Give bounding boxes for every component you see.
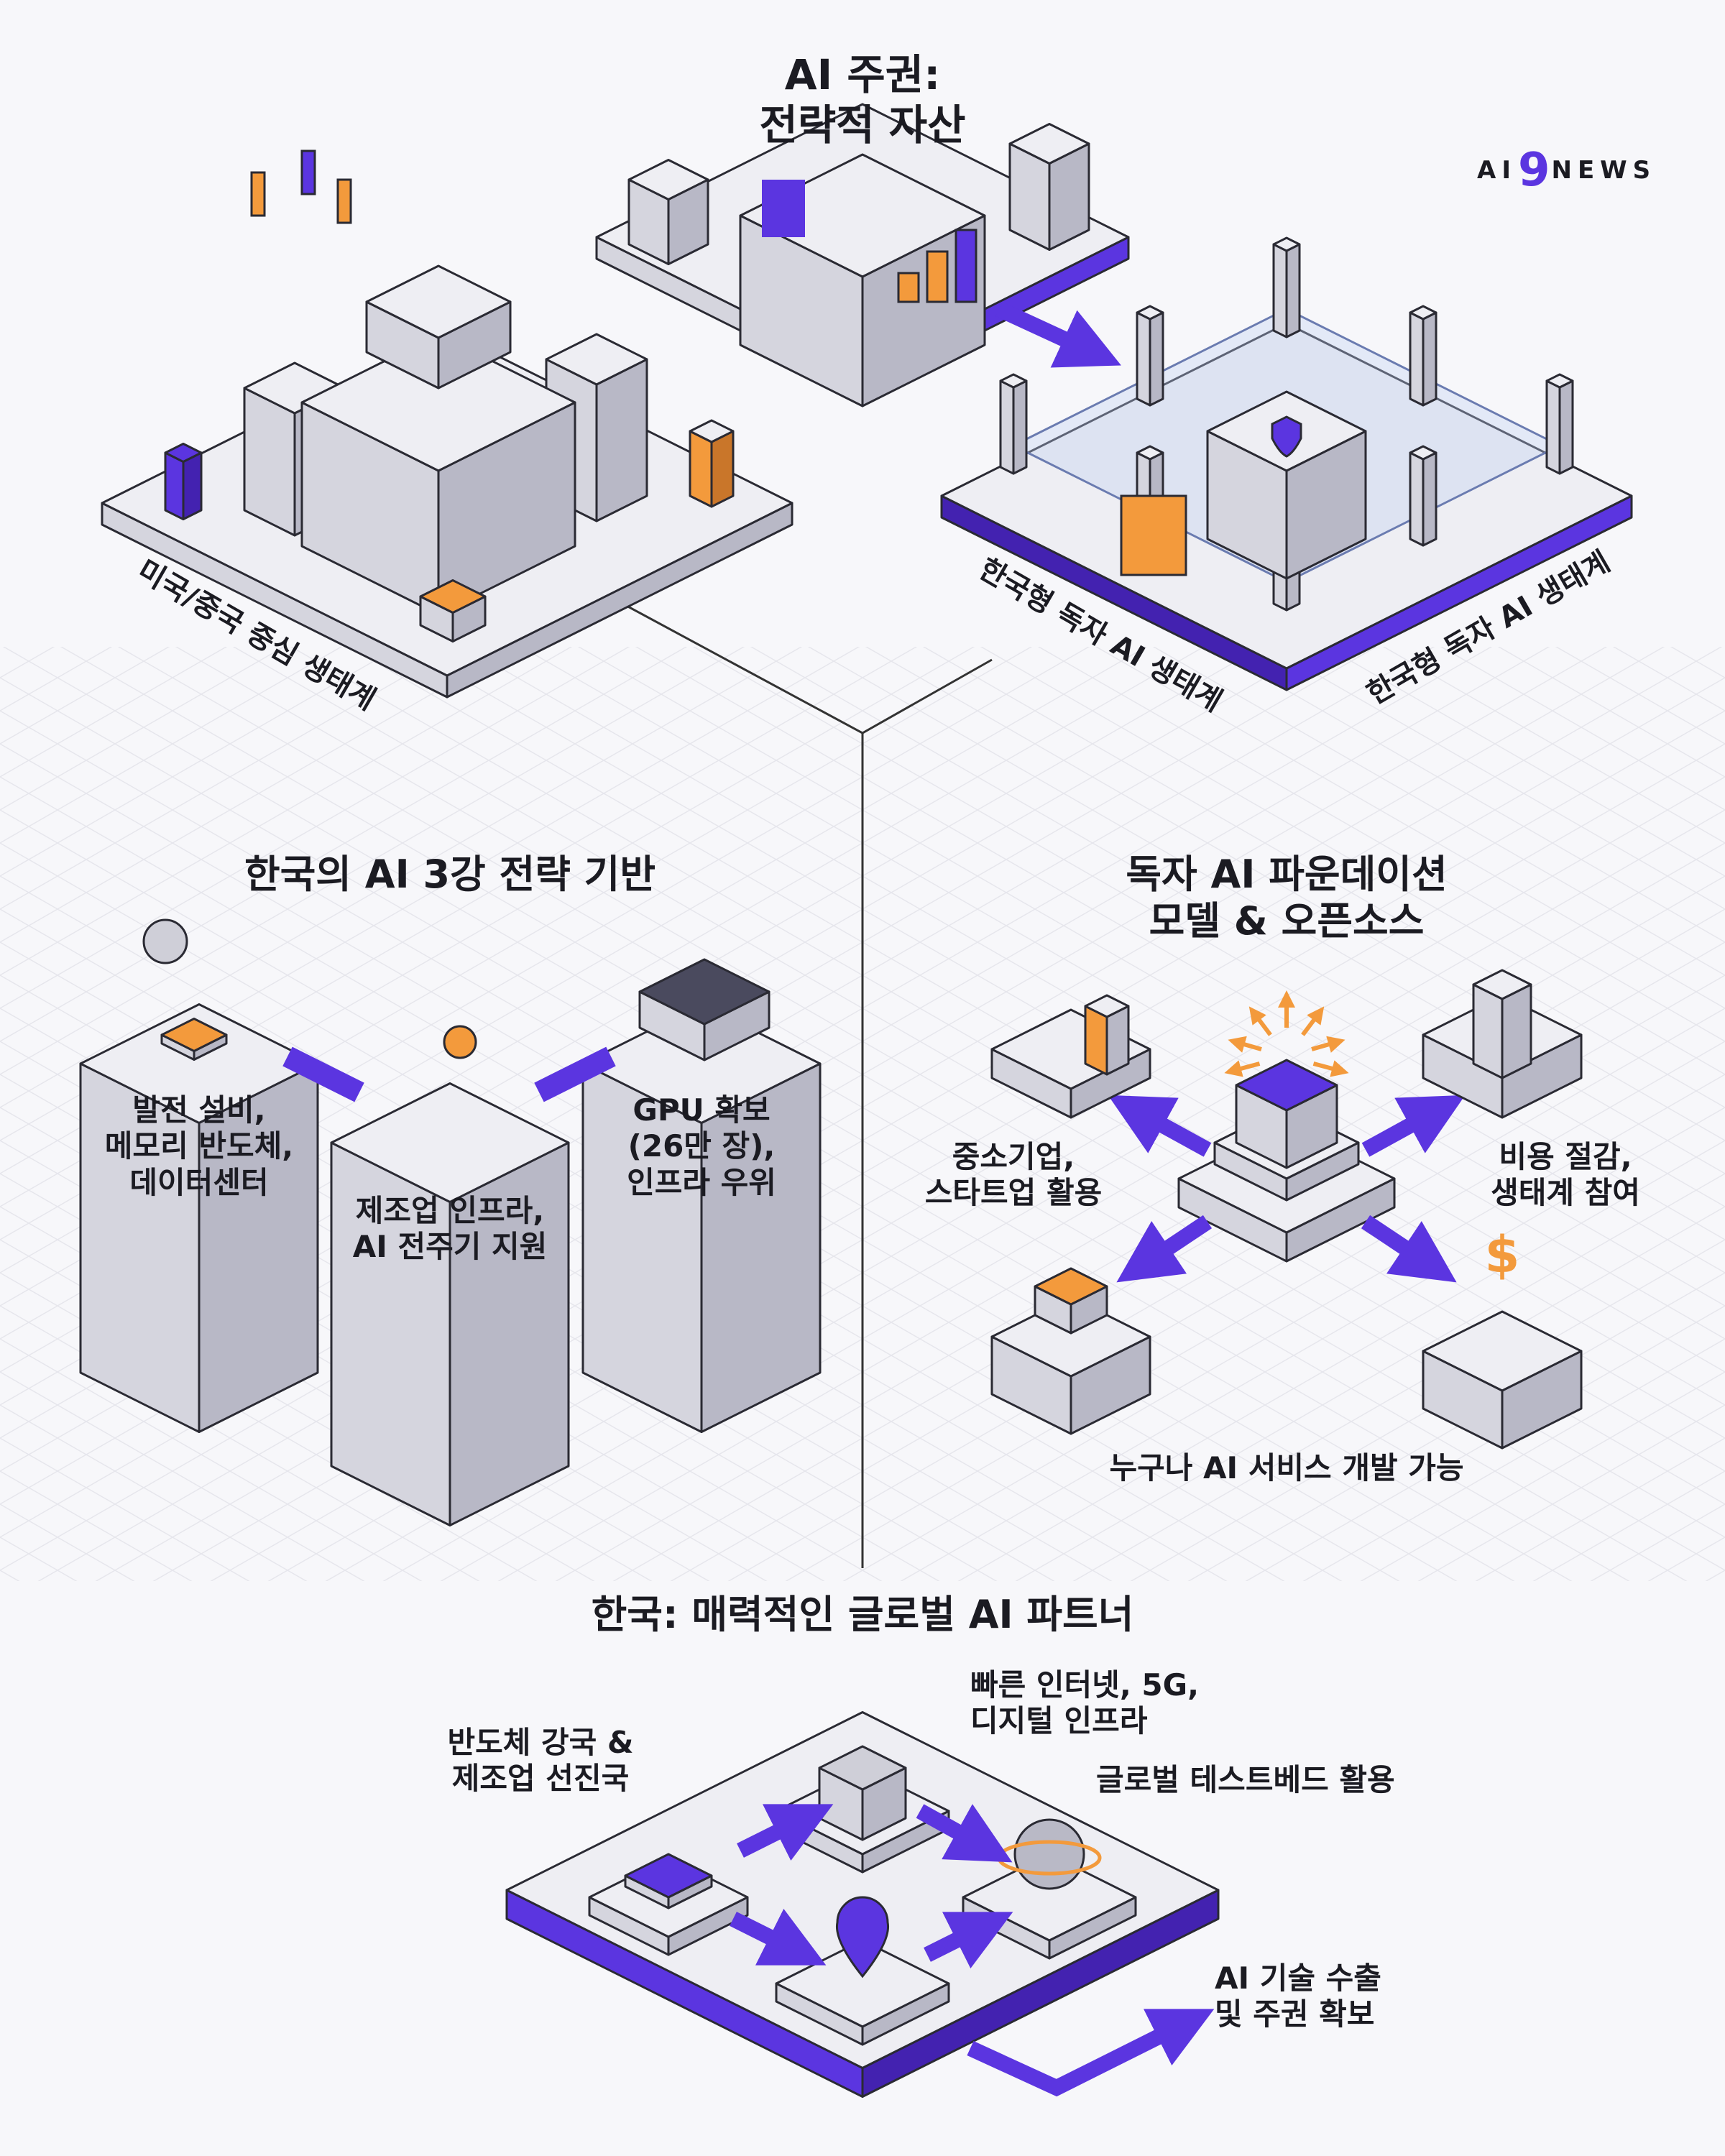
radiating-arrow: [1224, 1060, 1261, 1077]
arrow-chip-to-server: [737, 1804, 834, 1861]
radiating-arrow: [1312, 1060, 1349, 1077]
storefront: [990, 1296, 1151, 1435]
fence-post: [1409, 305, 1438, 407]
pillar-connector: [534, 1046, 616, 1102]
arrow-to-sme: [1108, 1095, 1212, 1157]
dashboard-panel: [762, 180, 805, 237]
arrow-to-cost: [1361, 1095, 1466, 1157]
office-building: [1472, 969, 1532, 1079]
label-export: AI 기술 수출 및 주권 확보: [1215, 1961, 1381, 2032]
main-title: AI 주권: 전략적 자산: [759, 50, 966, 149]
sme-tower: [1084, 994, 1130, 1076]
arrow-pin-to-globe: [924, 1912, 1013, 1969]
label-testbed: 글로벌 테스트베드 활용: [1096, 1762, 1395, 1797]
fence-post: [1409, 445, 1438, 547]
chart-bar-icon: [954, 229, 978, 303]
label-cost-saving: 비용 절감, 생태계 참여: [1491, 1139, 1640, 1211]
logo-suffix: NEWS: [1551, 156, 1657, 185]
label-sme-startup: 중소기업, 스타트업 활용: [924, 1139, 1103, 1211]
ai-chip-core: [1235, 1059, 1338, 1169]
building-upper: [365, 264, 512, 390]
label-anyone-develop: 누구나 AI 서비스 개발 가능: [1109, 1450, 1464, 1485]
section-title-foundation-model: 독자 AI 파운데이션 모델 & 오픈소스: [1126, 852, 1448, 944]
orange-cube: [419, 579, 487, 642]
power-plant-icon: [142, 918, 188, 964]
chart-bar-icon: [897, 272, 920, 303]
global-platform: [505, 1711, 1220, 2098]
arrow-to-dollar: [1361, 1215, 1457, 1283]
bar-icon: [300, 149, 316, 195]
location-pin-icon: [835, 1896, 890, 1978]
arrow-to-fortress: [995, 302, 1121, 368]
label-semiconductor: 반도체 강국 & 제조업 선진국: [447, 1725, 634, 1797]
fence-post: [1272, 236, 1301, 338]
logo-prefix: AI: [1477, 156, 1517, 185]
pillar-manufacturing: 제조업 인프라, AI 전주기 지원: [352, 1193, 548, 1265]
pillar-gpu: GPU 확보 (26만 장), 인프라 우위: [627, 1092, 776, 1200]
globe-icon: [1013, 1818, 1085, 1890]
server-left: [627, 159, 709, 265]
fence-post: [1545, 373, 1574, 475]
fence-post: [1136, 305, 1164, 407]
data-cylinder: [689, 419, 735, 508]
shield-banner: [1120, 494, 1187, 576]
logo-nine: 9: [1517, 144, 1550, 197]
arrow-server-to-globe: [916, 1804, 1013, 1863]
pillar-connector: [282, 1046, 364, 1102]
section-title-strategy: 한국의 AI 3강 전략 기반: [244, 852, 656, 897]
bar-icon: [250, 171, 266, 217]
label-internet-5g: 빠른 인터넷, 5G, 디지털 인프라: [970, 1667, 1200, 1739]
semiconductor-chip: [624, 1853, 713, 1909]
radiating-arrow: [1301, 1006, 1325, 1036]
chip-icon: [160, 1018, 228, 1061]
dollar-icon: $: [1485, 1225, 1520, 1284]
dollar-warehouse: [1422, 1310, 1583, 1450]
robot-arm-icon: [443, 1025, 477, 1059]
main-building: [300, 333, 576, 616]
pillar-manufacturing: [330, 1082, 570, 1526]
arrow-to-store: [1116, 1215, 1213, 1283]
export-arrow: [967, 2009, 1215, 2097]
section-dividers: [625, 604, 993, 1568]
shop-roof: [1034, 1267, 1108, 1335]
radiating-arrow: [1311, 1036, 1346, 1053]
section-title-global-partner: 한국: 매력적인 글로벌 AI 파트너: [591, 1592, 1134, 1637]
pillar-power: [79, 1003, 319, 1433]
purple-block: [164, 443, 203, 520]
server-unit: [818, 1745, 907, 1841]
pillar-gpu: [581, 1003, 822, 1433]
bar-icon: [336, 178, 352, 224]
pillar-power-memory-datacenter: 발전 설비, 메모리 반도체, 데이터센터: [104, 1092, 294, 1200]
chart-bar-icon: [926, 250, 949, 303]
fence-post: [999, 373, 1028, 475]
server-right: [1008, 123, 1090, 251]
radiating-arrow: [1228, 1036, 1262, 1053]
radiating-arrow: [1248, 1006, 1272, 1036]
gpu-rack: [638, 958, 770, 1061]
shield-icon: [1271, 415, 1302, 458]
arrow-chip-to-pin: [730, 1908, 827, 1966]
